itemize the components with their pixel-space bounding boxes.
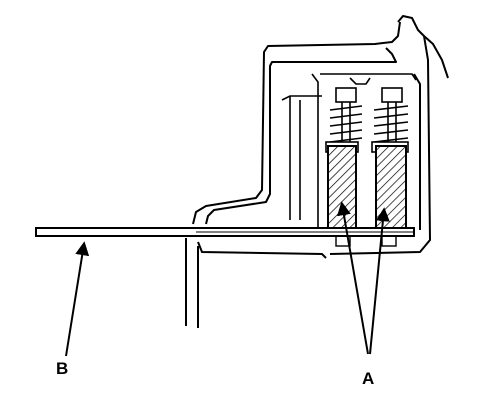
callout-label-a: A xyxy=(362,369,374,388)
leader-line-b xyxy=(65,241,90,357)
leader-lines-a xyxy=(337,201,390,355)
inner-cavity xyxy=(281,73,417,230)
lower-housing xyxy=(185,238,327,328)
plate-b xyxy=(35,227,415,237)
hatched-block-left xyxy=(327,145,357,229)
callout-label-b: B xyxy=(56,359,68,378)
spring-assembly-right xyxy=(371,87,409,153)
hatched-block-right xyxy=(375,145,407,229)
block-pins xyxy=(335,235,397,247)
housing-outline xyxy=(192,15,449,255)
spring-assembly-left xyxy=(325,87,363,153)
